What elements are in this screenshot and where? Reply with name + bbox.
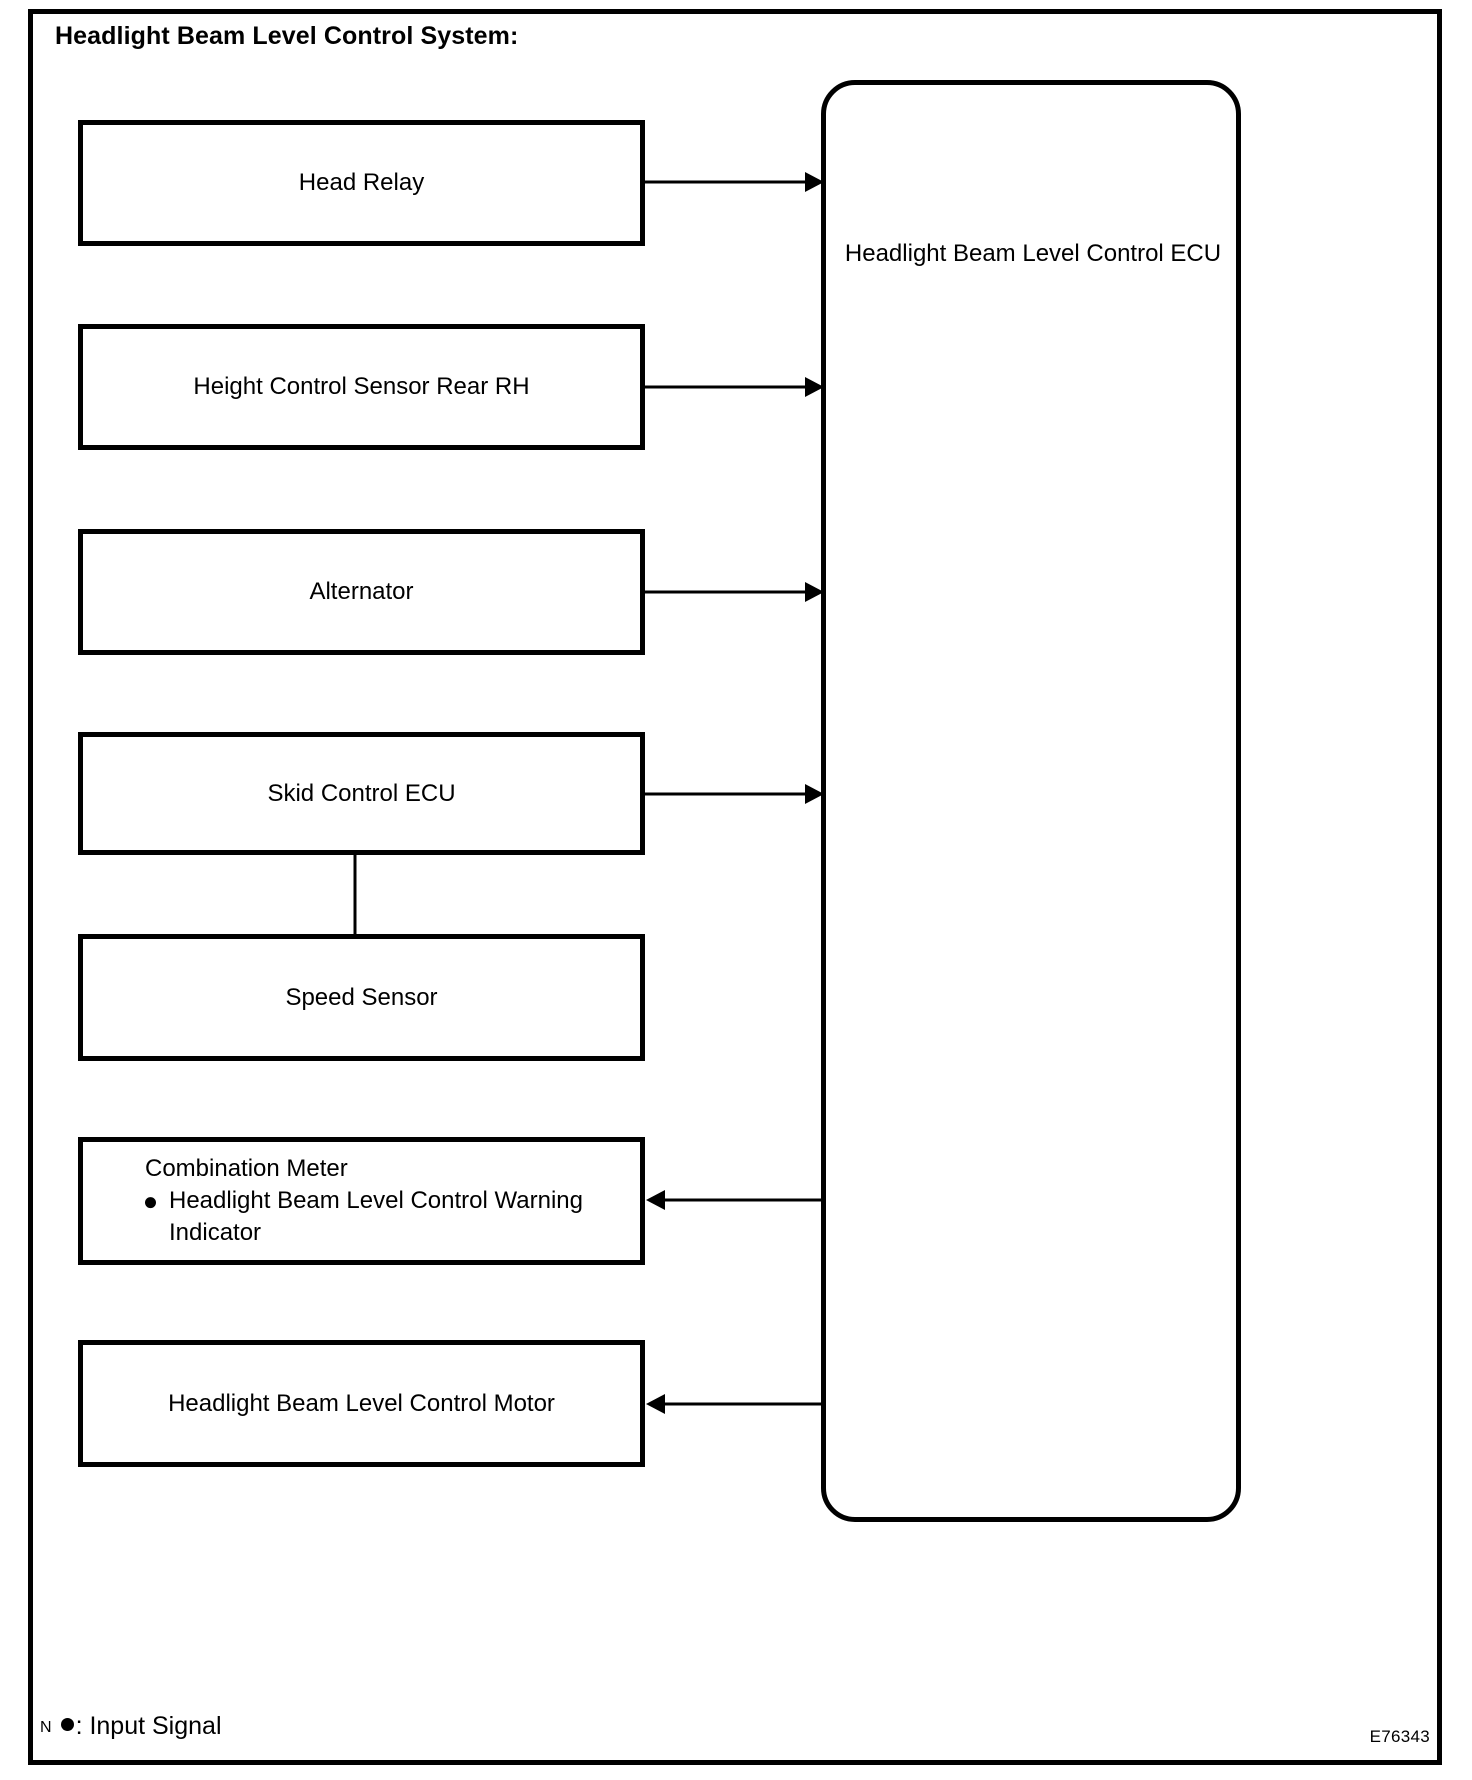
figure-code: E76343 — [1369, 1727, 1430, 1746]
connector-ecu-to-combination-meter — [646, 1190, 825, 1210]
node-label-height-control-sensor-rear-rh: Height Control Sensor Rear RH — [193, 373, 530, 400]
connector-skid-control-ecu-to-speed-sensor — [353, 853, 357, 937]
node-height-control-sensor-rear-rh[interactable]: Height Control Sensor Rear RH — [78, 324, 645, 450]
node-label-combination-meter: Combination Meter Headlight Beam Level C… — [145, 1153, 626, 1249]
connector-skid-control-ecu-to-ecu — [645, 784, 824, 804]
connector-alternator-to-ecu — [645, 582, 824, 602]
input-signal-dot-icon — [60, 1718, 74, 1731]
bullet-dot-icon — [145, 1197, 156, 1209]
node-speed-sensor[interactable]: Speed Sensor — [78, 934, 645, 1061]
node-label-headlight-beam-level-control-motor: Headlight Beam Level Control Motor — [168, 1389, 555, 1417]
combination-meter-bullet-text-line1: Headlight Beam Level Control Warning — [169, 1187, 583, 1215]
node-headlight-beam-level-control-motor[interactable]: Headlight Beam Level Control Motor — [78, 1340, 645, 1467]
connector-height-control-sensor-to-ecu — [645, 377, 824, 397]
node-label-skid-control-ecu: Skid Control ECU — [267, 779, 456, 807]
page-title: Headlight Beam Level Control System: — [55, 22, 519, 50]
combination-meter-title: Combination Meter — [145, 1155, 348, 1183]
connector-ecu-to-headlight-motor — [646, 1394, 825, 1414]
legend: N : Input Signal — [40, 1714, 222, 1739]
node-alternator[interactable]: Alternator — [78, 529, 645, 655]
legend-superscript-n: N — [40, 1719, 52, 1736]
node-combination-meter[interactable]: Combination Meter Headlight Beam Level C… — [78, 1137, 645, 1265]
legend-label: : Input Signal — [75, 1712, 222, 1740]
node-label-ecu: Headlight Beam Level Control ECU — [844, 240, 1222, 267]
node-label-head-relay: Head Relay — [298, 169, 425, 196]
node-head-relay[interactable]: Head Relay — [78, 120, 645, 246]
combination-meter-bullet-text-line2: Indicator — [169, 1218, 262, 1246]
connector-head-relay-to-ecu — [645, 172, 824, 192]
node-label-alternator: Alternator — [309, 578, 414, 605]
node-skid-control-ecu[interactable]: Skid Control ECU — [78, 732, 645, 855]
diagram-outer-border — [28, 9, 1442, 1765]
combination-meter-bullet-item: Headlight Beam Level Control Warning — [145, 1185, 626, 1217]
node-label-speed-sensor: Speed Sensor — [285, 983, 438, 1011]
node-headlight-beam-level-control-ecu[interactable]: Headlight Beam Level Control ECU — [821, 80, 1241, 1522]
